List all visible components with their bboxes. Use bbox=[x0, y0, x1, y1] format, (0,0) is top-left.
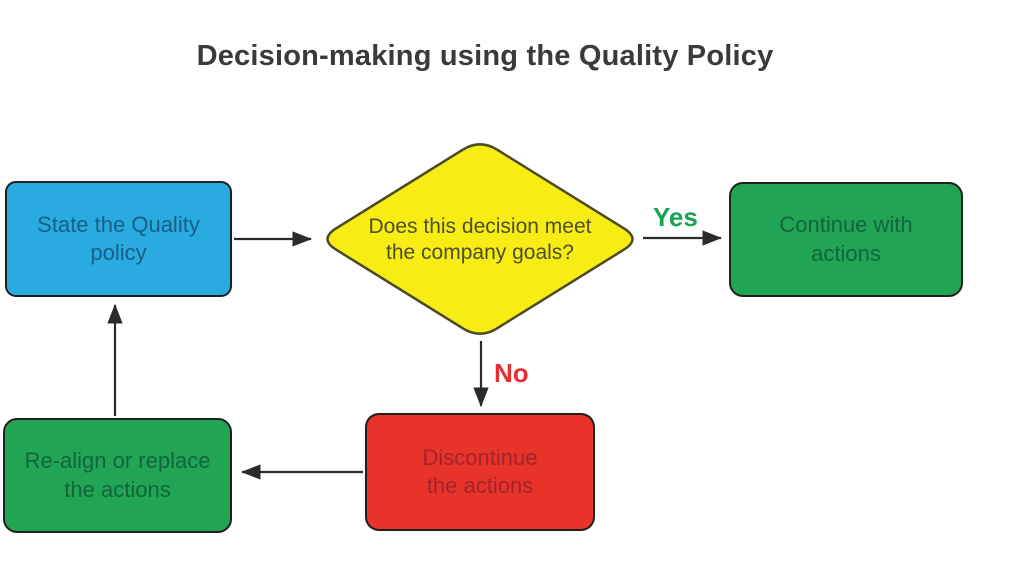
edge-label-yes: Yes bbox=[653, 202, 698, 232]
node-discontinue-the-actions-label: Discontinue the actions bbox=[422, 444, 538, 498]
node-realign-or-replace-label: Re-align or replace the actions bbox=[24, 448, 211, 502]
diagram-title: Decision-making using the Quality Policy bbox=[196, 40, 774, 72]
node-discontinue-the-actions: Discontinue the actions bbox=[365, 413, 595, 531]
node-realign-or-replace: Re-align or replace the actions bbox=[3, 418, 232, 533]
node-state-quality-policy: State the Quality policy bbox=[5, 181, 232, 297]
node-state-quality-policy-label: State the Quality policy bbox=[37, 211, 200, 265]
node-continue-with-actions: Continue with actions bbox=[729, 182, 963, 297]
edge-label-no: No bbox=[494, 358, 529, 388]
node-decision-label: Does this decision meet the company goal… bbox=[368, 215, 592, 265]
node-continue-with-actions-label: Continue with actions bbox=[779, 212, 913, 266]
